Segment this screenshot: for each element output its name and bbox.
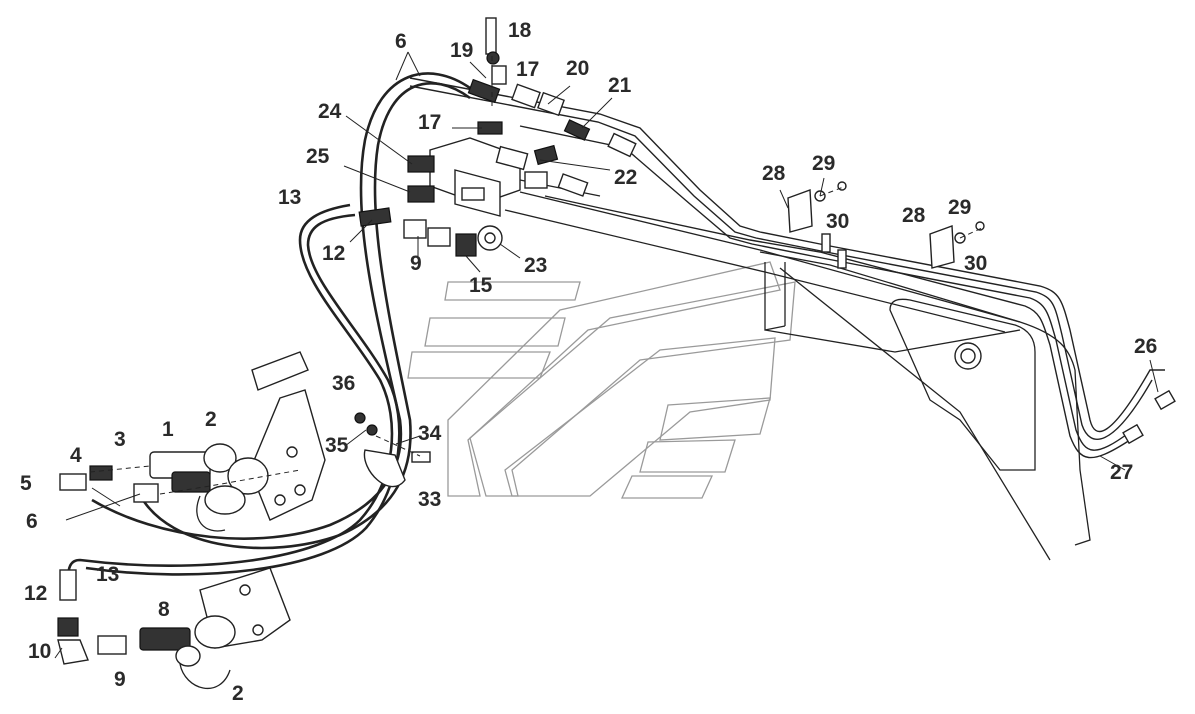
callout-17-upper: 17	[516, 58, 539, 81]
callout-2-lower: 2	[232, 682, 244, 705]
upper-fittings	[358, 17, 637, 257]
callout-1: 1	[162, 418, 174, 441]
callout-25: 25	[306, 145, 330, 168]
callout-labels: 18 6 19 17 20 21 24 17 25 22 13 28 29 30…	[20, 19, 1157, 705]
callout-33: 33	[418, 488, 441, 511]
callout-35: 35	[325, 434, 349, 457]
callout-34: 34	[418, 422, 442, 445]
callout-28-left: 28	[762, 162, 786, 185]
callout-17-lower: 17	[418, 111, 441, 134]
callout-5: 5	[20, 472, 32, 495]
callout-22: 22	[614, 166, 637, 189]
callout-30-left: 30	[826, 210, 849, 233]
callout-26: 26	[1134, 335, 1157, 358]
leader-lines	[54, 51, 1159, 659]
callout-27: 27	[1110, 461, 1133, 484]
callout-4: 4	[70, 444, 82, 467]
callout-3: 3	[114, 428, 126, 451]
quick-couplers-upper	[59, 443, 269, 532]
callout-29-right: 29	[948, 196, 971, 219]
ghost-boom-outline	[407, 261, 796, 499]
callout-6-lower: 6	[26, 510, 38, 533]
boom-arm	[504, 191, 1091, 561]
valve-block	[429, 137, 521, 251]
flexible-hoses	[66, 72, 471, 581]
callout-10: 10	[28, 640, 51, 663]
rigid-pipes	[409, 77, 1176, 459]
callout-20: 20	[566, 57, 589, 80]
callout-21: 21	[608, 74, 632, 97]
callout-29-left: 29	[812, 152, 835, 175]
callout-12-lower: 12	[24, 582, 47, 605]
callout-30-right: 30	[964, 252, 987, 275]
callout-23: 23	[524, 254, 547, 277]
pipe-clamp-lower	[929, 221, 985, 269]
hose-clamp-33	[354, 412, 431, 488]
callout-19: 19	[450, 39, 473, 62]
callout-13-lower: 13	[96, 563, 119, 586]
callout-9-upper: 9	[410, 252, 422, 275]
callout-15: 15	[469, 274, 493, 297]
callout-13-upper: 13	[278, 186, 301, 209]
callout-6-upper: 6	[395, 30, 407, 53]
callout-9-lower: 9	[114, 668, 126, 691]
callout-8: 8	[158, 598, 170, 621]
callout-36: 36	[332, 372, 355, 395]
callout-28-right: 28	[902, 204, 926, 227]
assembly-lines	[89, 56, 983, 495]
callout-18: 18	[508, 19, 532, 42]
quick-couplers-lower	[57, 569, 236, 689]
callout-24: 24	[318, 100, 342, 123]
callout-2-upper: 2	[205, 408, 217, 431]
callout-12-upper: 12	[322, 242, 345, 265]
